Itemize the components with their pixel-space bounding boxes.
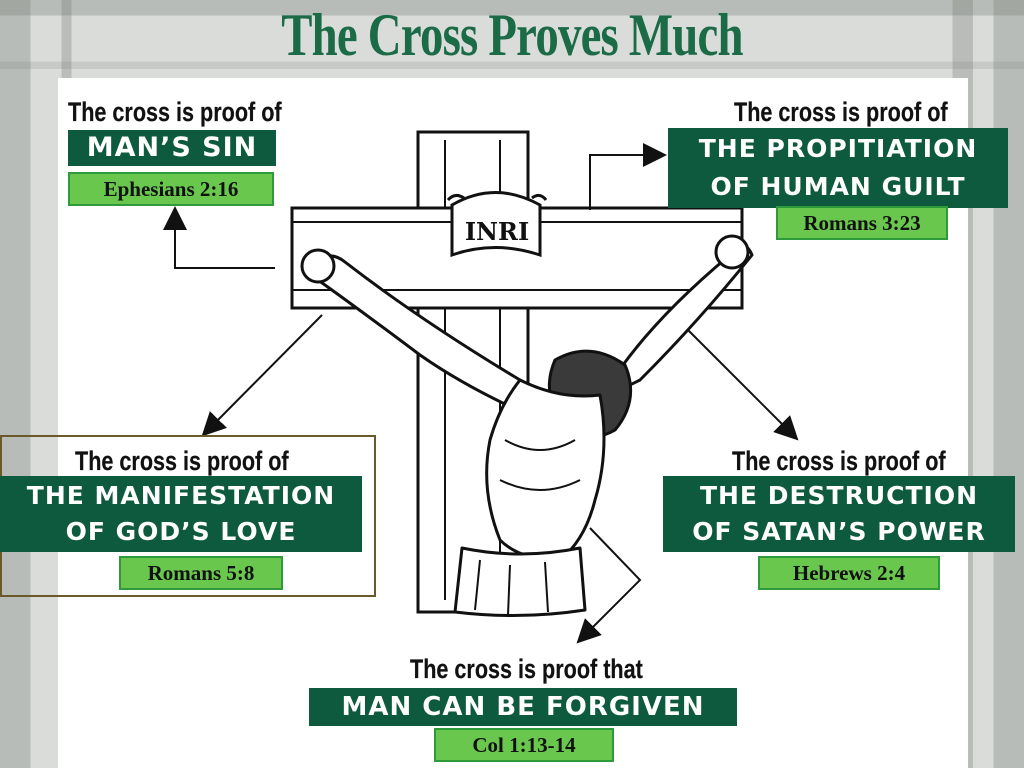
arrow-to-satans-power (687, 329, 799, 441)
mans-sin-lead: The cross is proof of (68, 97, 282, 127)
forgiven-band: MAN CAN BE FORGIVEN (309, 688, 737, 726)
propitiation-band: THE PROPITIATION OF HUMAN GUILT (668, 128, 1008, 208)
gods-love-line-2: OF GOD’S LOVE (65, 517, 297, 546)
propitiation-line-2: OF HUMAN GUILT (710, 172, 966, 201)
satans-power-band: THE DESTRUCTION OF SATAN’S POWER (663, 476, 1015, 552)
arrow-to-mans-sin (163, 206, 275, 269)
page-title: The Cross Proves Much (281, 2, 743, 68)
propitiation-lead: The cross is proof of (734, 97, 948, 127)
satans-power-line-2: OF SATAN’S POWER (692, 517, 986, 546)
satans-power-lead: The cross is proof of (732, 446, 946, 476)
propitiation-reference: Romans 3:23 (776, 206, 948, 240)
gods-love-band: THE MANIFESTATION OF GOD’S LOVE (0, 476, 362, 552)
figure-body (300, 234, 754, 618)
inri-plaque: INRI (446, 191, 548, 258)
forgiven-reference: Col 1:13-14 (434, 728, 614, 762)
mans-sin-line: MAN’S SIN (86, 132, 258, 163)
gods-love-lead: The cross is proof of (75, 446, 289, 476)
mans-sin-reference: Ephesians 2:16 (68, 172, 274, 206)
propitiation-line-1: THE PROPITIATION (698, 134, 978, 163)
arrow-to-propitiation (589, 143, 667, 210)
forgiven-lead: The cross is proof that (410, 654, 643, 684)
mans-sin-band: MAN’S SIN (68, 130, 276, 166)
satans-power-line-1: THE DESTRUCTION (699, 481, 979, 510)
forgiven-line: MAN CAN BE FORGIVEN (341, 692, 705, 722)
satans-power-reference: Hebrews 2:4 (758, 556, 940, 590)
arrow-to-forgiven (576, 527, 642, 644)
inri-text: INRI (465, 217, 529, 246)
arrow-to-gods-love (201, 314, 323, 437)
gods-love-reference: Romans 5:8 (119, 556, 283, 590)
gods-love-line-1: THE MANIFESTATION (26, 481, 336, 510)
